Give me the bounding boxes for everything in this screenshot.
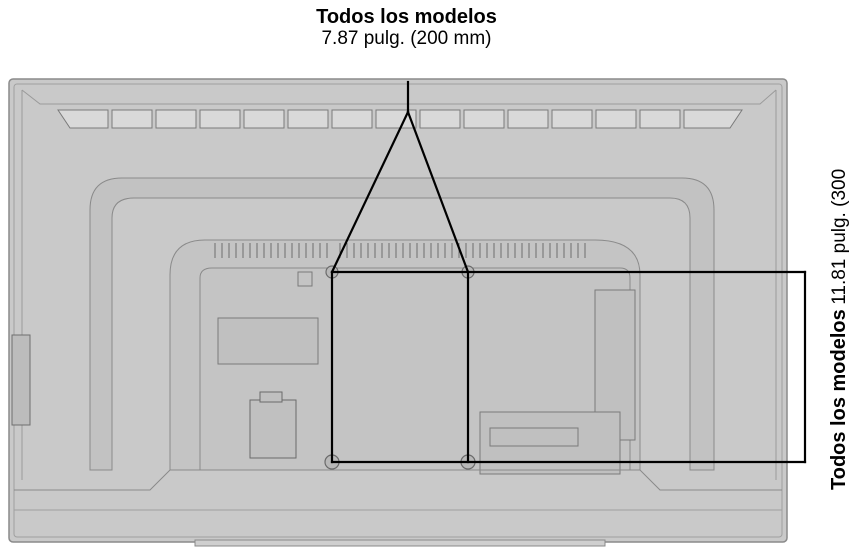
side-port-panel (11, 334, 31, 426)
vertical-spacing-label: Todos los modelos (316, 6, 497, 28)
vertical-spacing-value: 7.87 pulg. (200 mm) (321, 28, 492, 49)
top-vent-row (57, 109, 743, 129)
horizontal-spacing-value: 11.81 pulg. (300 (829, 168, 850, 305)
label-plate-left (217, 317, 319, 365)
vertical-callout-left (330, 110, 410, 274)
horizontal-spacing-callout: Todos los modelos 11.81 pulg. (300 (828, 169, 851, 490)
horizontal-spacing-label: Todos los modelos (828, 309, 850, 490)
callout-lines (330, 80, 807, 464)
back-recess-outer (89, 177, 715, 471)
vertical-spacing-callout: Todos los modelos 7.87 pulg. (200 mm) (200, 6, 613, 50)
power-inlet (249, 399, 297, 459)
bottom-stand-area (14, 469, 782, 491)
vertical-callout-right (406, 110, 470, 274)
